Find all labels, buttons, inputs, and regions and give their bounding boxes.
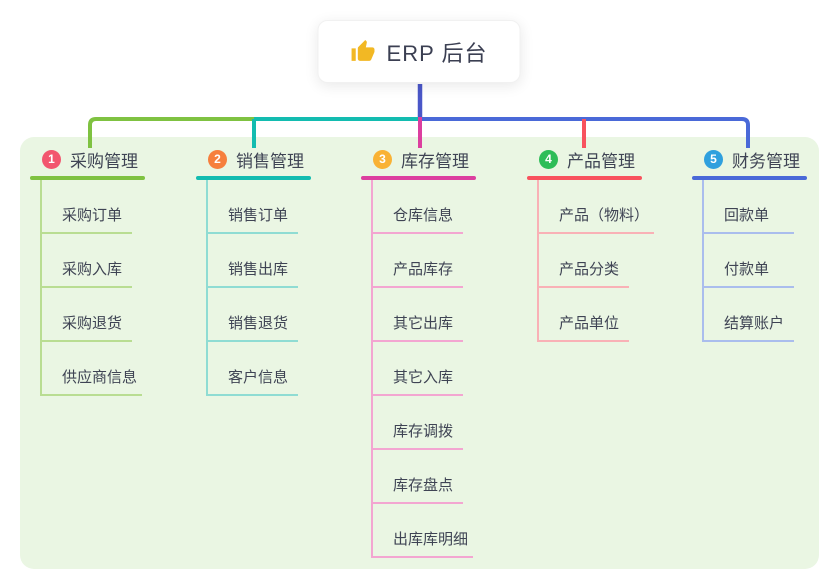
- node-item[interactable]: 销售退货: [206, 288, 298, 342]
- branch-product: 4 产品管理 产品（物料） 产品分类 产品单位: [527, 146, 655, 342]
- node-item[interactable]: 出库库明细: [371, 504, 474, 558]
- node-item[interactable]: 其它出库: [371, 288, 463, 342]
- node-item[interactable]: 客户信息: [206, 342, 298, 396]
- branch-number-badge: 2: [208, 150, 227, 169]
- branch-title-product[interactable]: 4 产品管理: [527, 146, 654, 173]
- node-item[interactable]: 产品库存: [371, 234, 463, 288]
- node-item[interactable]: 付款单: [702, 234, 794, 288]
- branch-items: 采购订单 采购入库 采购退货 供应商信息: [30, 180, 145, 396]
- node-item[interactable]: 采购退货: [40, 288, 132, 342]
- branch-underline: [196, 176, 311, 180]
- node-item[interactable]: 供应商信息: [40, 342, 143, 396]
- bus-line-procurement: [88, 117, 254, 148]
- branch-underline: [692, 176, 807, 180]
- branch-label: 财务管理: [732, 152, 800, 171]
- thumbs-up-icon: [351, 39, 376, 64]
- bus-line-sales: [252, 117, 420, 148]
- bus-line-finance: [420, 117, 750, 148]
- branch-number-badge: 1: [42, 150, 61, 169]
- node-item[interactable]: 销售订单: [206, 180, 298, 234]
- root-node[interactable]: ERP 后台: [317, 20, 521, 83]
- branch-label: 库存管理: [401, 152, 469, 171]
- node-item[interactable]: 销售出库: [206, 234, 298, 288]
- node-item[interactable]: 产品分类: [537, 234, 629, 288]
- branch-inventory: 3 库存管理 仓库信息 产品库存 其它出库 其它入库 库存调拨 库存盘点 出库库…: [361, 146, 476, 558]
- node-item[interactable]: 采购入库: [40, 234, 132, 288]
- node-item[interactable]: 结算账户: [702, 288, 794, 342]
- branch-title-inventory[interactable]: 3 库存管理: [361, 146, 476, 173]
- branches-panel: [20, 137, 819, 569]
- node-item[interactable]: 仓库信息: [371, 180, 463, 234]
- branch-sales: 2 销售管理 销售订单 销售出库 销售退货 客户信息: [196, 146, 311, 396]
- root-node-label: ERP 后台: [386, 40, 488, 66]
- node-item[interactable]: 采购订单: [40, 180, 132, 234]
- branch-number-badge: 4: [539, 150, 558, 169]
- branch-underline: [361, 176, 476, 180]
- node-item[interactable]: 库存盘点: [371, 450, 463, 504]
- branch-items: 产品（物料） 产品分类 产品单位: [527, 180, 655, 342]
- node-item[interactable]: 回款单: [702, 180, 794, 234]
- branch-procurement: 1 采购管理 采购订单 采购入库 采购退货 供应商信息: [30, 146, 145, 396]
- node-item[interactable]: 库存调拨: [371, 396, 463, 450]
- branch-label: 采购管理: [70, 152, 138, 171]
- branch-title-sales[interactable]: 2 销售管理: [196, 146, 311, 173]
- node-item[interactable]: 产品（物料）: [537, 180, 655, 234]
- branch-items: 销售订单 销售出库 销售退货 客户信息: [196, 180, 311, 396]
- branch-title-finance[interactable]: 5 财务管理: [692, 146, 807, 173]
- branch-number-badge: 3: [373, 150, 392, 169]
- branch-finance: 5 财务管理 回款单 付款单 结算账户: [692, 146, 807, 342]
- branch-underline: [527, 176, 642, 180]
- branch-label: 销售管理: [236, 152, 304, 171]
- branch-underline: [30, 176, 145, 180]
- node-item[interactable]: 产品单位: [537, 288, 629, 342]
- node-item[interactable]: 其它入库: [371, 342, 463, 396]
- branch-number-badge: 5: [704, 150, 723, 169]
- branch-items: 仓库信息 产品库存 其它出库 其它入库 库存调拨 库存盘点 出库库明细: [361, 180, 476, 558]
- branch-title-procurement[interactable]: 1 采购管理: [30, 146, 145, 173]
- branch-label: 产品管理: [567, 152, 635, 171]
- branch-items: 回款单 付款单 结算账户: [692, 180, 807, 342]
